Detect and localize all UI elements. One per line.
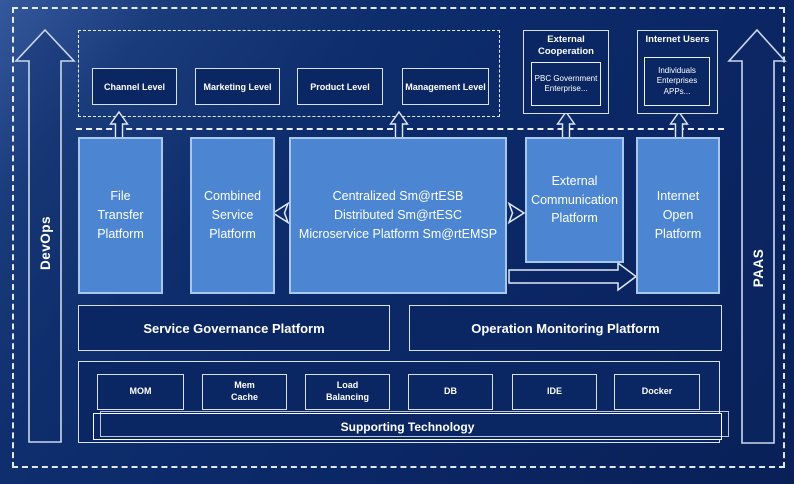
devops-rail-label: DevOps [37,215,53,271]
devops-arrow [14,28,76,443]
central-esb-platform-box: Centralized Sm@rtESB Distributed Sm@rtES… [289,137,507,294]
paas-rail-label: PAAS [750,248,766,288]
docker-box: Docker [614,374,700,410]
outer-dashed-border [12,7,785,468]
combined-service-platform-box: Combined Service Platform [190,137,275,294]
marketing-level-box: Marketing Level [195,68,280,105]
external-cooperation-box: External Cooperation PBC Government Ente… [523,30,609,114]
db-box: DB [408,374,493,410]
up-arrow-internet-open [669,110,689,139]
internet-users-box: Internet Users Individuals Enterprises A… [637,30,718,114]
flow-arrow-central-to-internet-open [508,261,638,292]
supporting-technology-bar-offset-outline [100,411,729,437]
paas-arrow [727,28,787,444]
channel-level-box: Channel Level [92,68,177,105]
external-cooperation-title: External Cooperation [538,34,594,57]
mem-cache-box: Mem Cache [202,374,287,410]
up-arrow-external-communication [556,110,576,139]
right-arrow-central-to-external [507,201,526,225]
internet-users-members: Individuals Enterprises APPs... [644,57,710,106]
operation-monitoring-platform-box: Operation Monitoring Platform [409,305,722,351]
levels-dashed-group [78,30,500,117]
up-arrow-file-transfer [109,110,129,139]
management-level-box: Management Level [402,68,489,105]
up-arrow-central [389,110,409,139]
service-governance-platform-box: Service Governance Platform [78,305,390,351]
internet-open-platform-box: Internet Open Platform [636,137,720,294]
mom-box: MOM [97,374,184,410]
file-transfer-platform-box: File Transfer Platform [78,137,163,294]
internet-users-title: Internet Users [645,34,710,45]
left-arrow-central-to-combined [271,201,290,225]
external-communication-platform-box: External Communication Platform [525,137,624,263]
product-level-box: Product Level [297,68,383,105]
external-cooperation-members: PBC Government Enterprise... [531,62,601,106]
load-balancing-box: Load Balancing [305,374,390,410]
ide-box: IDE [512,374,597,410]
supporting-technology-bar: Supporting Technology [93,413,722,440]
